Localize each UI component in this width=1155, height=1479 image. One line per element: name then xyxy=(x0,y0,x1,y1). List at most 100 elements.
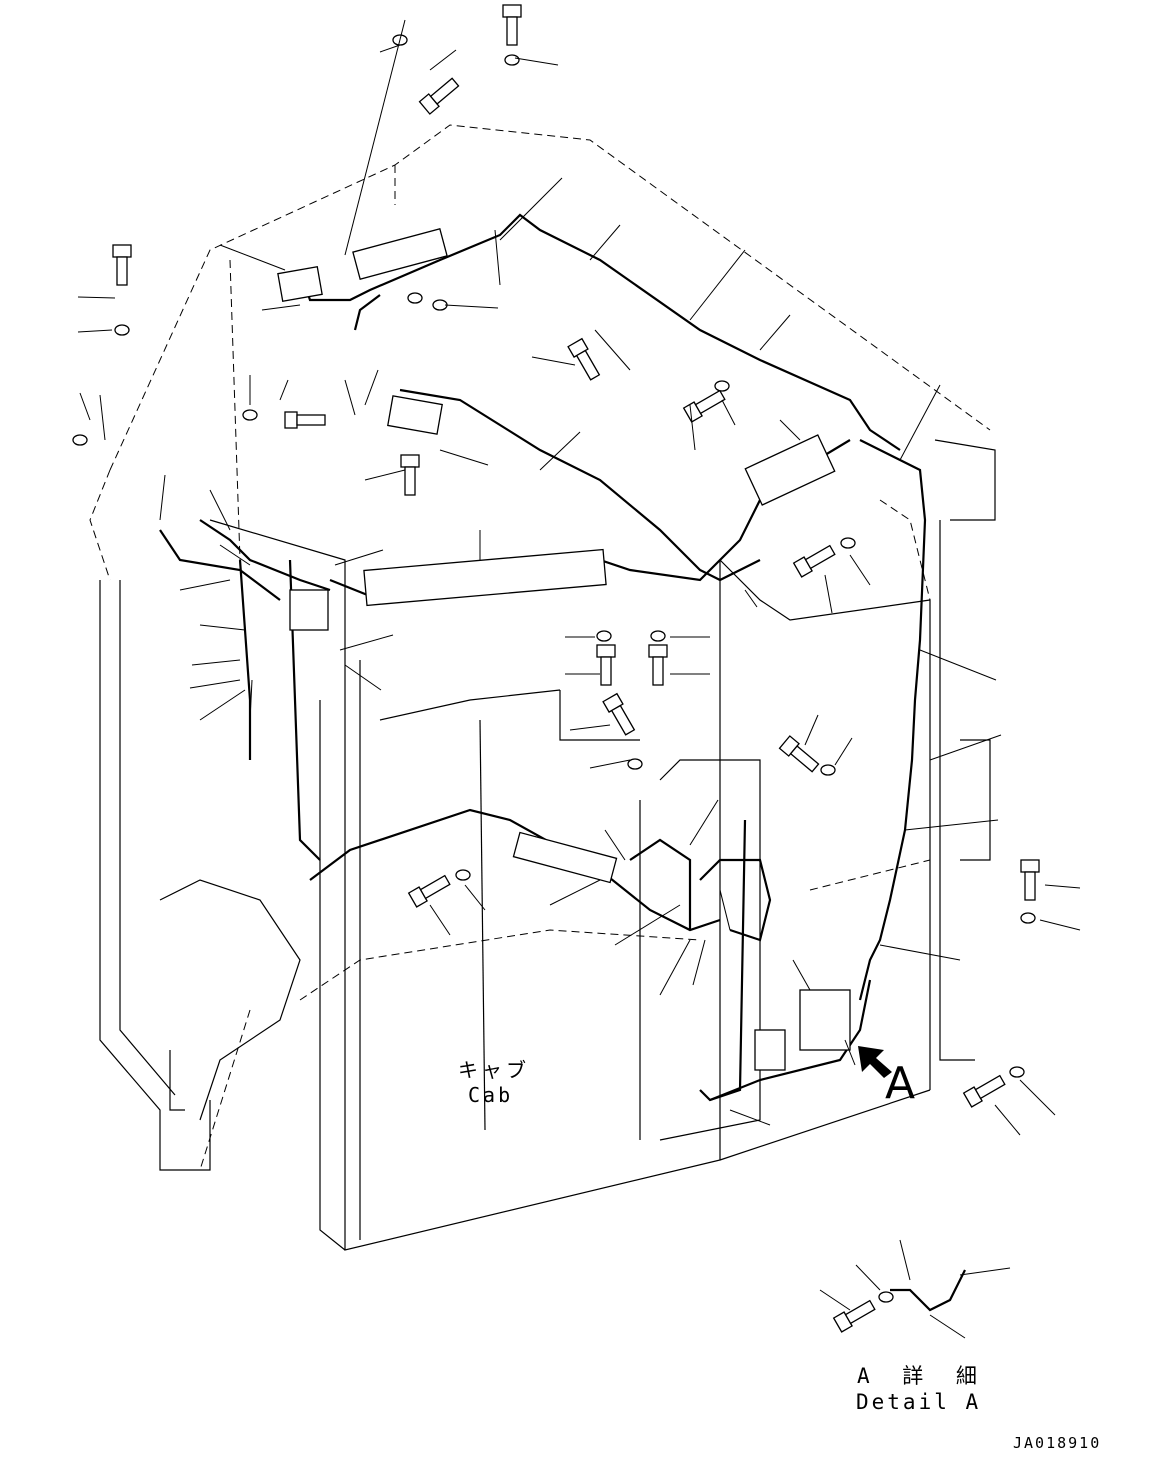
bolt xyxy=(567,337,601,381)
leader-line xyxy=(249,679,253,721)
leader-line xyxy=(499,177,563,241)
leader-line xyxy=(261,304,301,311)
leader-line xyxy=(539,431,581,471)
frame-edge xyxy=(379,689,561,721)
hidden-edge xyxy=(299,929,701,1001)
washer xyxy=(455,869,471,881)
leader-line xyxy=(899,384,941,461)
leader-line xyxy=(834,737,853,766)
washer xyxy=(650,630,666,642)
leader-line xyxy=(364,469,406,481)
bolt xyxy=(962,1074,1006,1108)
harness-cover xyxy=(387,395,443,435)
washer xyxy=(504,54,520,66)
leader-line xyxy=(334,549,384,566)
bolt xyxy=(778,735,820,773)
leader-line xyxy=(824,574,833,614)
leader-line xyxy=(344,664,382,691)
washer xyxy=(596,630,612,642)
leader-line xyxy=(899,1239,911,1281)
harness-cover xyxy=(744,434,836,506)
leader-line xyxy=(549,879,601,906)
detail-label-jp: A 詳 細 xyxy=(857,1364,987,1388)
leader-line xyxy=(721,399,736,426)
leader-line xyxy=(879,944,961,961)
bolt-head xyxy=(648,644,668,658)
leader-line xyxy=(179,579,231,591)
hidden-edge xyxy=(229,259,241,561)
bolt xyxy=(418,77,460,115)
harness-run xyxy=(353,294,381,331)
harness-run xyxy=(858,439,927,1001)
leader-line xyxy=(729,1109,771,1126)
bolt-head xyxy=(596,644,616,658)
fasteners xyxy=(72,4,1040,1333)
leader-line xyxy=(99,394,106,441)
hidden-edge xyxy=(109,124,991,471)
leader-line xyxy=(919,649,997,681)
leader-line xyxy=(904,819,999,831)
leader-line xyxy=(1019,1079,1056,1116)
leader-line xyxy=(614,904,681,946)
leader-line xyxy=(855,1264,881,1291)
washer xyxy=(878,1291,894,1303)
bolt-shank xyxy=(600,656,612,686)
leader-line xyxy=(339,634,394,651)
frame-edge xyxy=(169,1050,185,1111)
leader-line xyxy=(429,49,457,71)
cab-frame xyxy=(99,439,996,1251)
hidden-lines xyxy=(89,124,991,1171)
washer xyxy=(432,299,448,311)
washer xyxy=(1020,912,1036,924)
frame-edge xyxy=(119,580,176,1096)
leader-line xyxy=(464,884,486,911)
leader-line xyxy=(199,689,246,721)
washer xyxy=(820,764,836,776)
bolt-head xyxy=(502,4,522,18)
leader-line xyxy=(569,724,611,731)
bolt xyxy=(602,692,636,736)
washer xyxy=(242,409,258,421)
frame-edge xyxy=(939,520,975,1061)
harness-run xyxy=(238,559,252,760)
harness-cover xyxy=(754,1029,786,1071)
bolt-head xyxy=(112,244,132,258)
harness-cover xyxy=(289,589,329,631)
harness-run xyxy=(699,819,747,1102)
harness-run xyxy=(199,519,331,592)
bolt-shank xyxy=(1024,871,1036,901)
leader-line xyxy=(744,589,758,608)
frame-edge xyxy=(659,759,761,1141)
cab-label-jp: キャブ xyxy=(458,1058,530,1082)
leader-line xyxy=(219,544,251,566)
washer xyxy=(114,324,130,336)
leader-line xyxy=(819,1289,851,1311)
frame-edge xyxy=(99,580,211,1171)
leader-line xyxy=(191,659,241,666)
harness-cover xyxy=(512,831,618,884)
leader-line xyxy=(444,304,499,309)
bolt xyxy=(682,389,726,423)
leader-lines xyxy=(77,19,1081,1339)
bolt xyxy=(832,1299,876,1333)
harness-cover xyxy=(363,548,607,607)
leader-line xyxy=(379,44,401,53)
leader-line xyxy=(1044,884,1081,889)
bolt-shank xyxy=(116,256,128,286)
leader-line xyxy=(279,379,289,401)
washer xyxy=(840,537,856,549)
leader-line xyxy=(689,404,696,451)
bolt xyxy=(284,411,326,429)
bolt-head xyxy=(1020,859,1040,873)
leader-line xyxy=(929,1314,966,1339)
leader-line xyxy=(77,329,113,333)
leader-line xyxy=(659,939,691,996)
leader-line xyxy=(849,554,871,586)
leader-line xyxy=(604,829,626,861)
harness-run xyxy=(288,559,321,861)
leader-line xyxy=(994,1104,1021,1136)
bolt-shank xyxy=(404,466,416,496)
washer xyxy=(1009,1066,1025,1078)
